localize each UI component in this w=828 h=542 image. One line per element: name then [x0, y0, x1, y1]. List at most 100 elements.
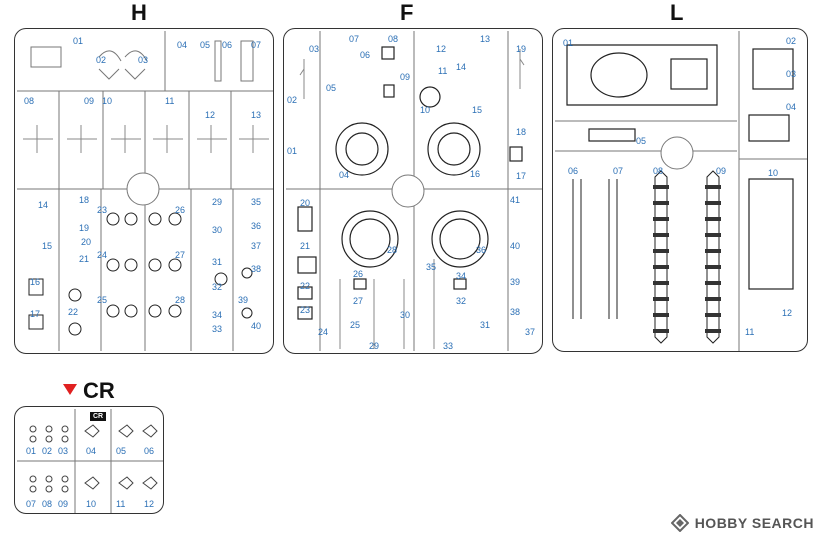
part-number: 33 [443, 341, 454, 351]
part-number: 07 [251, 40, 262, 50]
part-number: 13 [251, 110, 262, 120]
sprue-cr-frame [14, 406, 164, 514]
part-number: 02 [96, 55, 107, 65]
part-number: 04 [86, 446, 97, 456]
part-number: 20 [81, 237, 92, 247]
part-number: 31 [480, 320, 491, 330]
part-number: 34 [212, 310, 223, 320]
part-number: 05 [200, 40, 211, 50]
red-triangle-marker-icon [63, 384, 77, 395]
part-number: 04 [177, 40, 188, 50]
part-number: 12 [782, 308, 793, 318]
part-number: 10 [86, 499, 97, 509]
part-number: 28 [175, 295, 186, 305]
part-number: 01 [563, 38, 574, 48]
part-number: 21 [79, 254, 90, 264]
part-number: 11 [116, 499, 126, 509]
part-number: 39 [510, 277, 521, 287]
part-number: 41 [510, 195, 521, 205]
part-number: 17 [30, 309, 41, 319]
part-number: 11 [438, 66, 448, 76]
hobbysearch-logo-icon [670, 513, 690, 533]
part-number: 08 [388, 34, 399, 44]
part-number: 22 [300, 281, 311, 291]
part-number: 02 [287, 95, 298, 105]
part-number: 30 [400, 310, 411, 320]
part-number: 26 [175, 205, 186, 215]
part-number: 23 [300, 305, 311, 315]
part-number: 29 [212, 197, 223, 207]
part-number: 01 [73, 36, 84, 46]
part-number: 10 [420, 105, 431, 115]
part-number: 07 [349, 34, 360, 44]
sprue-f-drawing [286, 31, 542, 351]
part-number: 15 [472, 105, 483, 115]
part-number: 38 [251, 264, 262, 274]
part-number: 07 [26, 499, 37, 509]
part-number: 13 [480, 34, 491, 44]
part-number: 03 [138, 55, 149, 65]
hobbysearch-watermark: HOBBY SEARCH [670, 513, 814, 533]
part-number: 05 [116, 446, 127, 456]
part-number: 34 [456, 271, 467, 281]
part-number: 03 [786, 69, 797, 79]
part-number: 33 [212, 324, 223, 334]
part-number: 12 [144, 499, 155, 509]
part-number: 12 [205, 110, 216, 120]
part-number: 19 [516, 44, 527, 54]
part-number: 28 [387, 245, 398, 255]
part-number: 16 [470, 169, 481, 179]
part-number: 08 [42, 499, 53, 509]
part-number: 36 [251, 221, 262, 231]
part-number: 30 [212, 225, 223, 235]
part-number: 35 [251, 197, 262, 207]
part-number: 29 [369, 341, 380, 351]
part-number: 11 [745, 327, 755, 337]
watermark-text: HOBBY SEARCH [694, 515, 814, 531]
part-number: 36 [476, 245, 487, 255]
part-number: 11 [165, 96, 175, 106]
part-number: 18 [516, 127, 527, 137]
part-number: 04 [786, 102, 797, 112]
part-number: 14 [38, 200, 49, 210]
part-number: 05 [326, 83, 337, 93]
part-number: 08 [653, 166, 664, 176]
part-number: 17 [516, 171, 527, 181]
part-number: 10 [102, 96, 113, 106]
part-number: 24 [318, 327, 329, 337]
sprue-title-cr: CR [83, 378, 115, 403]
part-number: 06 [360, 50, 371, 60]
part-number: 05 [636, 136, 647, 146]
part-number: 04 [339, 170, 350, 180]
part-number: 31 [212, 257, 223, 267]
part-number: 24 [97, 250, 108, 260]
part-number: 39 [238, 295, 249, 305]
part-number: 22 [68, 307, 79, 317]
part-number: 18 [79, 195, 90, 205]
part-number: 38 [510, 307, 521, 317]
part-number: 03 [58, 446, 69, 456]
part-number: 27 [353, 296, 364, 306]
part-number: 25 [97, 295, 108, 305]
part-number: 27 [175, 250, 186, 260]
part-number: 12 [436, 44, 447, 54]
sprue-title-l: L [670, 0, 684, 25]
part-number: 23 [97, 205, 108, 215]
sprue-h-frame [14, 28, 274, 354]
part-number: 21 [300, 241, 311, 251]
part-number: 01 [287, 146, 298, 156]
sprue-title-h: H [131, 0, 147, 25]
part-number: 01 [26, 446, 37, 456]
part-number: 40 [251, 321, 262, 331]
part-number: 09 [58, 499, 69, 509]
part-number: 02 [786, 36, 797, 46]
part-number: 08 [24, 96, 35, 106]
sprue-l-drawing [555, 31, 807, 351]
part-number: 10 [768, 168, 779, 178]
part-number: 16 [30, 277, 41, 287]
sprue-l-frame [552, 28, 808, 352]
part-number: 40 [510, 241, 521, 251]
part-number: 19 [79, 223, 90, 233]
part-number: 02 [42, 446, 53, 456]
sprue-cr-badge: CR [90, 412, 107, 421]
